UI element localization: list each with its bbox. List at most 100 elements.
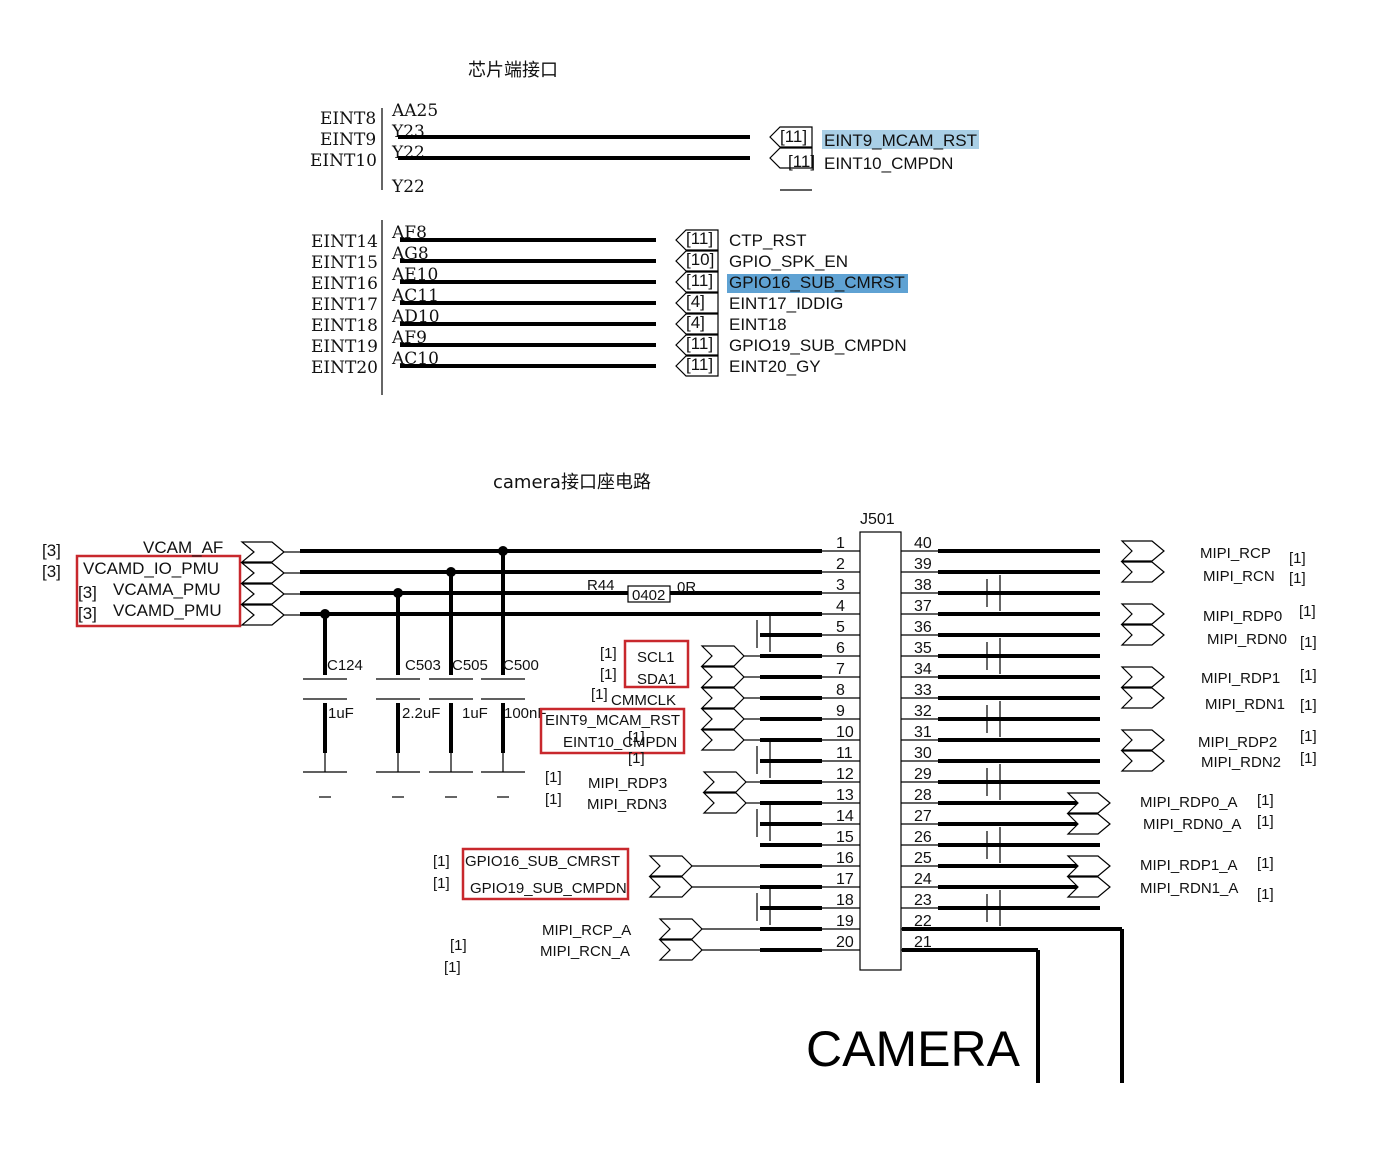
signal-flag bbox=[702, 771, 747, 793]
red-box-eint bbox=[539, 707, 686, 755]
power-net-label: VCAM_AF bbox=[143, 538, 223, 557]
connector-pin-number: 4 bbox=[836, 598, 845, 615]
capacitor-ref: C500 bbox=[503, 657, 539, 674]
net-ref-tag: [11] bbox=[686, 355, 713, 374]
connector-pin-number: 38 bbox=[914, 577, 932, 594]
signal-flag bbox=[1066, 813, 1111, 835]
signal-ref-tag: [1] bbox=[1300, 728, 1317, 745]
connector-pin-number: 11 bbox=[836, 745, 853, 762]
chip-pin-label: EINT14 bbox=[311, 232, 378, 252]
signal-ref-tag: [1] bbox=[545, 791, 562, 808]
power-ref-tag: [3] bbox=[42, 562, 61, 581]
connector-pin-number: 40 bbox=[914, 535, 932, 552]
connector-pins: 1234567891011121314151617181920403938373… bbox=[300, 535, 1100, 952]
connector-pin-number: 26 bbox=[914, 829, 932, 846]
power-flag bbox=[240, 541, 285, 563]
capacitor-value: 100nF bbox=[504, 705, 547, 722]
signal-net-label: CMMCLK bbox=[611, 692, 676, 709]
signal-net-label: MIPI_RDN3 bbox=[587, 796, 667, 813]
connector-pin-number: 18 bbox=[836, 892, 854, 909]
connector-pin-number: 19 bbox=[836, 913, 854, 930]
net-label-eint9-mcam-rst: EINT9_MCAM_RST bbox=[824, 131, 977, 150]
net-label: GPIO19_SUB_CMPDN bbox=[729, 336, 907, 355]
left-signals: [1]SCL1[1]SDA1[1]CMMCLKEINT9_MCAM_RST[1]… bbox=[433, 639, 760, 976]
camera-circuit-title: camera接口座电路 bbox=[493, 472, 651, 493]
signal-flag bbox=[1066, 876, 1111, 898]
signal-ref-tag: [1] bbox=[1257, 813, 1274, 830]
signal-ref-tag: [1] bbox=[545, 769, 562, 786]
net-ref-tag: [11] bbox=[780, 127, 807, 146]
connector-j501: J501 bbox=[859, 511, 902, 971]
signal-ref-tag: [1] bbox=[433, 875, 450, 892]
resistor-r44: R44 0402 0R bbox=[587, 577, 696, 604]
connector-pin-number: 17 bbox=[836, 871, 854, 888]
signal-ref-tag: [1] bbox=[1289, 550, 1306, 567]
signal-flag bbox=[1120, 624, 1165, 646]
signal-net-label: MIPI_RDN0 bbox=[1207, 631, 1287, 648]
power-ref-tag: [3] bbox=[78, 604, 97, 623]
chip-pin-label: EINT17 bbox=[311, 295, 378, 315]
net-flag bbox=[675, 355, 719, 377]
signal-ref-tag: [1] bbox=[433, 853, 450, 870]
connector-pin-number: 6 bbox=[836, 640, 845, 657]
signal-net-label: SDA1 bbox=[637, 671, 676, 688]
signal-net-label: MIPI_RCP bbox=[1200, 545, 1271, 562]
signal-net-label: MIPI_RDP1 bbox=[1201, 670, 1280, 687]
power-ref-tag: [3] bbox=[78, 583, 97, 602]
signal-flag bbox=[1120, 561, 1165, 583]
chip-pin-label: EINT16 bbox=[311, 274, 378, 294]
capacitor-ref: C503 bbox=[405, 657, 441, 674]
net-ref-tag: [4] bbox=[686, 292, 705, 311]
connector-pin-number: 7 bbox=[836, 661, 845, 678]
signal-ref-tag: [1] bbox=[591, 686, 608, 703]
chip-ball-label: AA25 bbox=[391, 101, 438, 121]
camera-output: CAMERA bbox=[806, 927, 1124, 1083]
power-net-label: VCAMD_IO_PMU bbox=[83, 559, 219, 578]
resistor-package: 0402 bbox=[632, 587, 665, 604]
resistor-ref: R44 bbox=[587, 577, 615, 594]
net-flag bbox=[675, 292, 719, 314]
signal-net-label: MIPI_RCN_A bbox=[540, 943, 630, 960]
signal-net-label: SCL1 bbox=[637, 649, 675, 666]
signal-ref-tag: [1] bbox=[628, 729, 645, 746]
connector-pin-number: 23 bbox=[914, 892, 932, 909]
net-flag bbox=[675, 250, 719, 272]
capacitor-ref: C124 bbox=[327, 657, 363, 674]
signal-ref-tag: [1] bbox=[628, 750, 645, 767]
power-ref-tag: [3] bbox=[42, 541, 61, 560]
net-flag bbox=[675, 271, 719, 293]
connector-pin-number: 14 bbox=[836, 808, 854, 825]
capacitor-value: 1uF bbox=[462, 705, 488, 722]
signal-flag bbox=[658, 939, 703, 961]
connector-pin-number: 36 bbox=[914, 619, 932, 636]
chip-pin-label: EINT19 bbox=[311, 337, 378, 357]
signal-net-label: MIPI_RDN1_A bbox=[1140, 880, 1238, 897]
signal-flag bbox=[1120, 603, 1165, 625]
signal-flag bbox=[1120, 666, 1165, 688]
camera-label: CAMERA bbox=[806, 1021, 1021, 1077]
connector-pin-number: 5 bbox=[836, 619, 845, 636]
connector-pin-number: 16 bbox=[836, 850, 854, 867]
connector-pin-number: 3 bbox=[836, 577, 845, 594]
signal-flag bbox=[1066, 792, 1111, 814]
capacitor-value: 2.2uF bbox=[402, 705, 440, 722]
connector-pin-number: 8 bbox=[836, 682, 845, 699]
connector-pin-number: 33 bbox=[914, 682, 932, 699]
connector-pin-number: 22 bbox=[914, 913, 932, 930]
signal-net-label: MIPI_RCN bbox=[1203, 568, 1275, 585]
chip-pin-label: EINT15 bbox=[311, 253, 378, 273]
net-highlight-eint9 bbox=[822, 130, 979, 149]
signal-net-label: MIPI_RCP_A bbox=[542, 922, 631, 939]
signal-flag bbox=[648, 876, 693, 898]
chip-pin-label: EINT18 bbox=[311, 316, 378, 336]
signal-flag bbox=[700, 645, 745, 667]
connector-pin-number: 30 bbox=[914, 745, 932, 762]
signal-ref-tag: [1] bbox=[1289, 570, 1306, 587]
signal-flag bbox=[700, 729, 745, 751]
net-flag bbox=[675, 334, 719, 356]
connector-pin-number: 32 bbox=[914, 703, 932, 720]
net-ref-tag: [11] bbox=[686, 229, 713, 248]
